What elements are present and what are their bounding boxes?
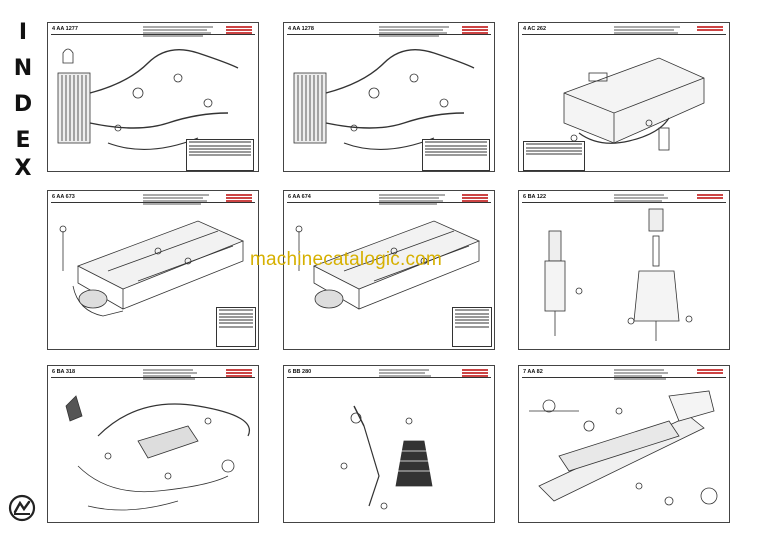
- chassis-frame-diagram-icon: [59, 220, 245, 317]
- catalog-panel-6bb280[interactable]: 6 BB 280: [283, 365, 495, 523]
- index-letter-n: N: [13, 56, 33, 81]
- hydraulic-cylinder-diagram-icon: [544, 208, 693, 341]
- panel-code: 4 AA 1278: [288, 26, 314, 32]
- panel-code: 4 AC 262: [523, 26, 547, 32]
- catalog-panel-6ba318[interactable]: 6 BA 318: [47, 365, 259, 523]
- catalog-panel-6aa673[interactable]: 6 AA 673: [47, 190, 259, 350]
- index-letter-x: X: [14, 156, 32, 181]
- catalog-panel-6ba122[interactable]: 6 BA 122: [518, 190, 730, 350]
- fuel-tank-diagram-icon: [563, 57, 705, 151]
- panel-code: 6 BB 280: [288, 369, 312, 375]
- panel-title-lines: [143, 25, 223, 38]
- catalog-panel-7aa82[interactable]: 7 AA 82: [518, 365, 730, 523]
- index-letter-i: I: [18, 20, 28, 45]
- catalog-panel-6aa674[interactable]: 6 AA 674: [283, 190, 495, 350]
- catalog-panel-4aa1277[interactable]: 4 AA 1277: [47, 22, 259, 172]
- catalog-panel-4aa1278[interactable]: 4 AA 1278: [283, 22, 495, 172]
- control-linkage-diagram-icon: [340, 405, 433, 510]
- axle-assembly-diagram-icon: [529, 390, 718, 506]
- index-letter-e: E: [15, 128, 31, 153]
- panel-code: 4 AA 1277: [52, 26, 78, 32]
- panel-code: 6 AA 673: [52, 194, 75, 200]
- brand-logo-icon: [8, 494, 36, 522]
- catalog-panel-4ac262[interactable]: 4 AC 262: [518, 22, 730, 172]
- chassis-frame-diagram-icon: [295, 220, 481, 310]
- radiator-pipework-diagram-icon: [293, 49, 475, 150]
- panel-code: 6 AA 674: [288, 194, 311, 200]
- panel-code: 6 BA 318: [52, 369, 76, 375]
- brake-pedal-diagram-icon: [65, 395, 250, 511]
- panel-code: 7 AA 82: [523, 369, 543, 375]
- watermark-text: machinecatalogic.com: [250, 249, 442, 270]
- index-letter-d: D: [13, 92, 33, 117]
- panel-code: 6 BA 122: [523, 194, 547, 200]
- radiator-pipework-diagram-icon: [57, 48, 239, 150]
